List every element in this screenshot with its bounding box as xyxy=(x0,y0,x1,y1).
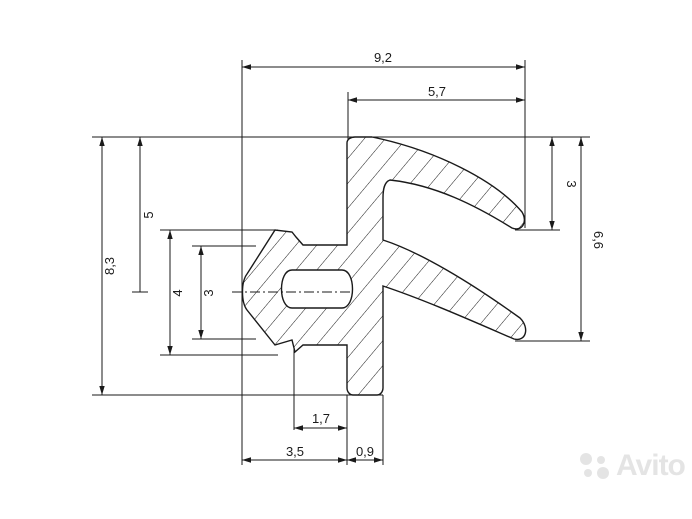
seal-profile xyxy=(241,136,527,396)
dim-total-height: 8,3 xyxy=(102,257,117,275)
dim-right-height: 6,6 xyxy=(591,231,606,249)
avito-watermark: Avito xyxy=(578,449,686,483)
watermark-text: Avito xyxy=(616,449,686,482)
avito-logo-icon xyxy=(580,453,609,479)
dim-neck-width: 1,7 xyxy=(312,411,330,426)
dim-head-height: 4 xyxy=(170,289,185,296)
dimension-lines xyxy=(99,64,584,463)
dim-slot-height: 3 xyxy=(201,289,216,296)
dim-top-to-center: 5 xyxy=(141,211,156,218)
dim-stem-width: 0,9 xyxy=(356,444,374,459)
dim-head-width: 3,5 xyxy=(286,444,304,459)
dim-upper-lip-height: 3 xyxy=(564,180,579,187)
dimension-labels: 9,2 5,7 3 6,6 8,3 5 4 3 1,7 3,5 0,9 xyxy=(102,50,606,459)
dim-upper-lip-width: 5,7 xyxy=(428,84,446,99)
dim-overall-width: 9,2 xyxy=(374,50,392,65)
